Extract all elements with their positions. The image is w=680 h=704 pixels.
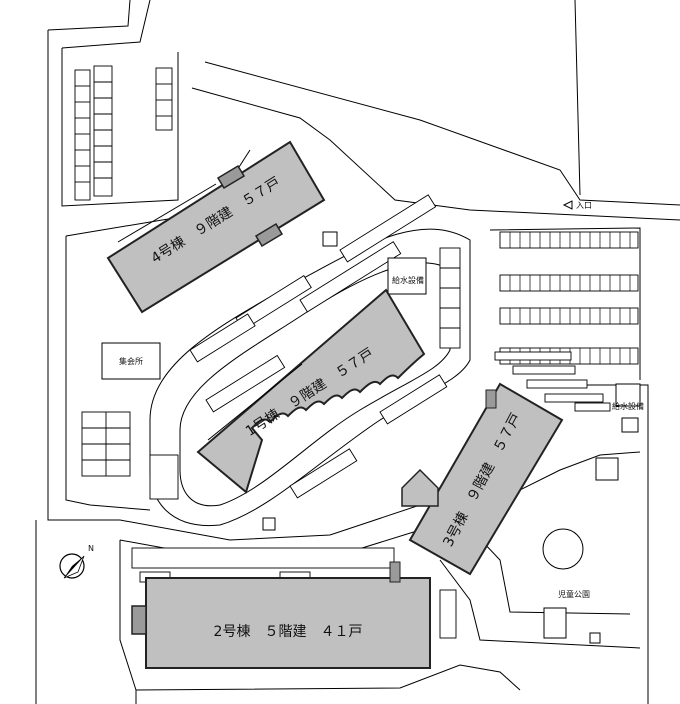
- compass-letter: N: [88, 544, 94, 553]
- water-supply-label-1: 給水設備: [392, 275, 424, 285]
- building-2-label: 2号棟 ５階建 ４１戸: [214, 624, 363, 640]
- park-label: 児童公園: [558, 589, 590, 599]
- small-house: [401, 468, 439, 507]
- meeting-hall-label: 集会所: [119, 356, 143, 366]
- entrance-marker: 入口: [562, 200, 592, 210]
- building-3[interactable]: 3号棟 ９階建 ５７戸: [408, 382, 564, 576]
- parking-stalls: [74, 65, 639, 639]
- triangle-left-icon: [562, 200, 573, 210]
- north-arrow-icon: N: [59, 544, 94, 579]
- water-supply-label-2: 給水設備: [612, 401, 644, 411]
- small-structures: [101, 231, 641, 644]
- entrance-label: 入口: [576, 201, 592, 210]
- building-2[interactable]: 2号棟 ５階建 ４１戸: [131, 561, 431, 669]
